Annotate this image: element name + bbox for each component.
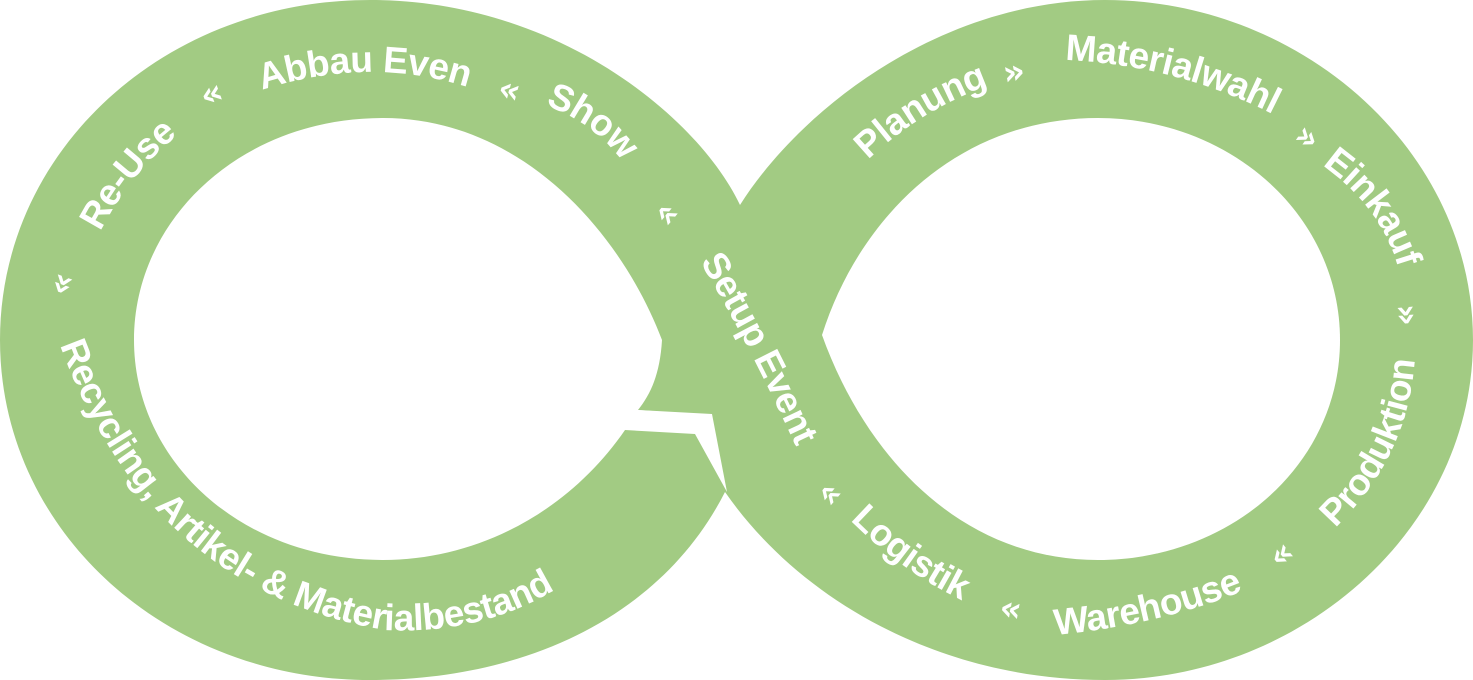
- right-loop-hole: [822, 118, 1340, 560]
- left-loop-hole: [134, 118, 695, 560]
- arrow-forward-icon: »: [1386, 302, 1428, 327]
- crossing-gap: [625, 410, 727, 492]
